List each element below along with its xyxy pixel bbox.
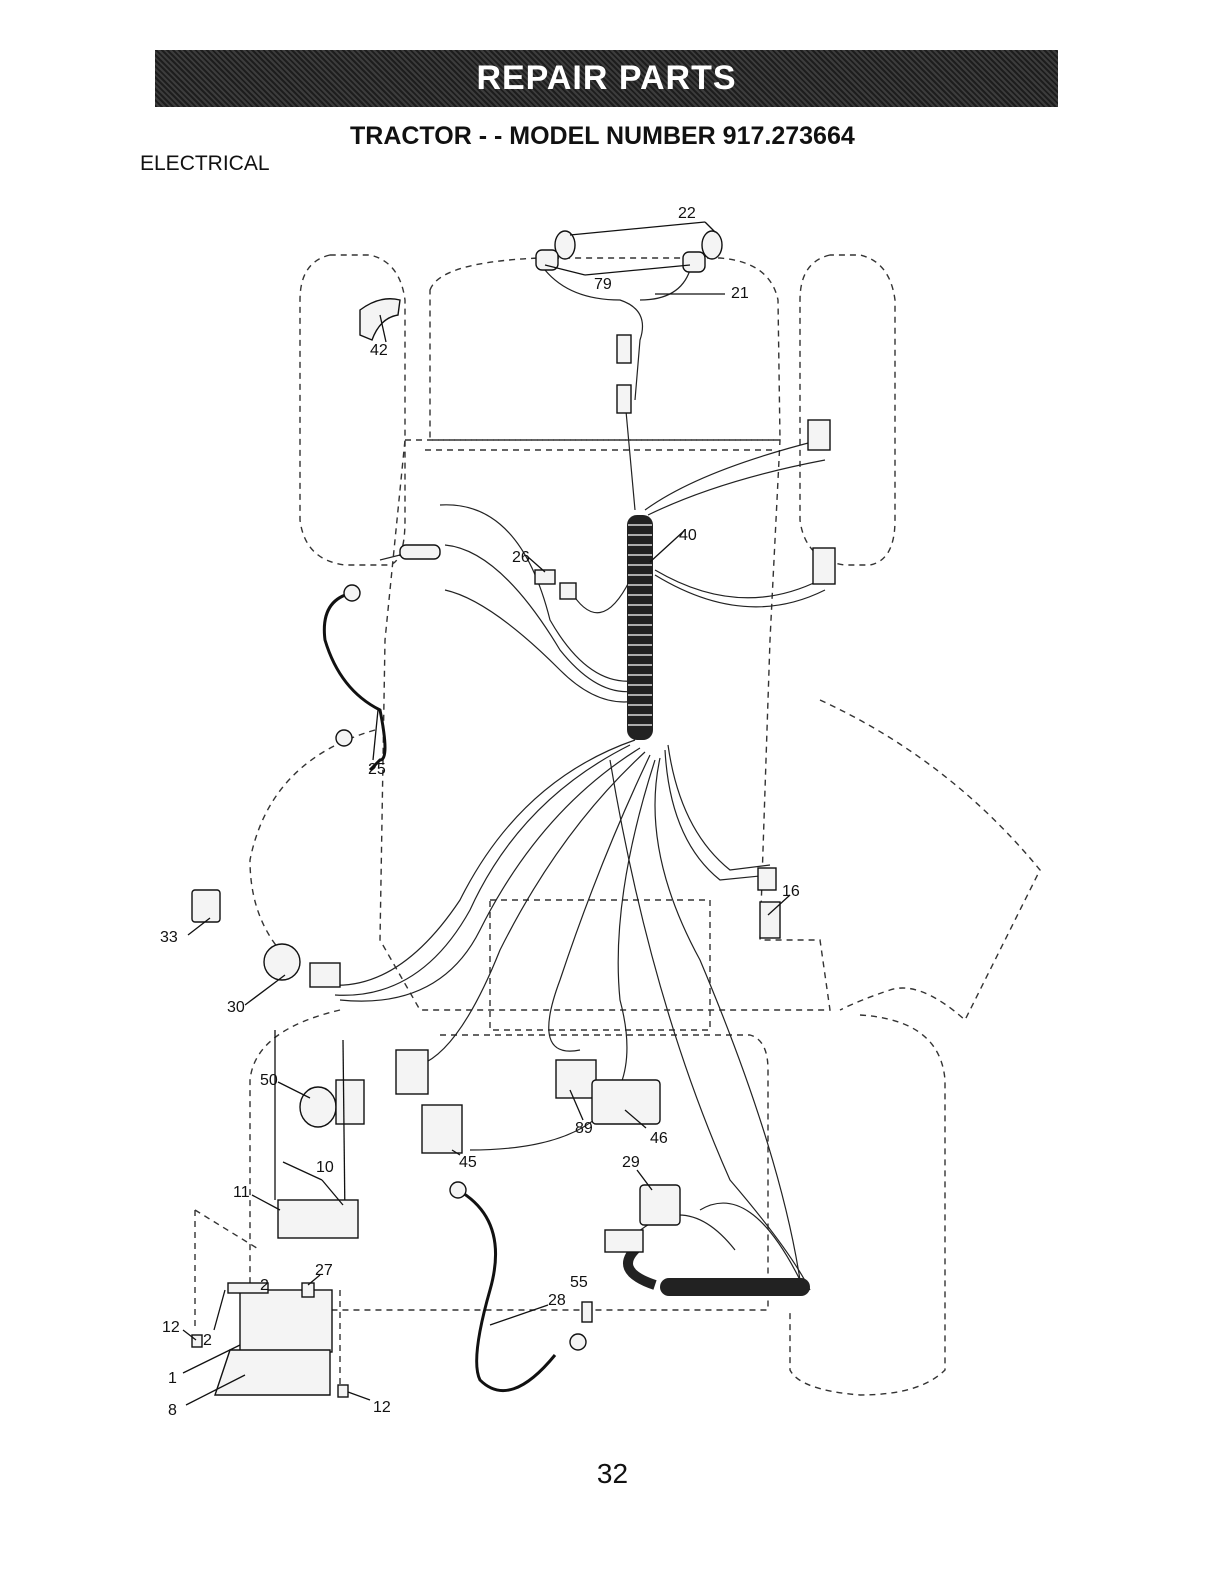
callout-22: 22 bbox=[678, 205, 696, 222]
connector-harness-plug bbox=[396, 1050, 428, 1094]
callout-21: 21 bbox=[731, 285, 749, 302]
ignition-connector bbox=[310, 963, 340, 987]
callout-8: 8 bbox=[168, 1402, 177, 1419]
callout-55: 55 bbox=[570, 1274, 588, 1291]
connector-29b bbox=[605, 1230, 643, 1252]
callout-45: 45 bbox=[459, 1154, 477, 1171]
hold-down-11 bbox=[278, 1200, 358, 1238]
rod-10-right bbox=[343, 1040, 345, 1220]
clip-12-right bbox=[338, 1385, 348, 1397]
callout-12-left: 12 bbox=[162, 1319, 180, 1336]
banner-title: REPAIR PARTS bbox=[476, 59, 736, 98]
connector-16b bbox=[758, 868, 776, 890]
right-fender-outline bbox=[820, 700, 1040, 1020]
callout-11: 11 bbox=[233, 1184, 250, 1201]
electrical-diagram: 22 79 21 42 40 26 25 16 33 30 50 10 11 8… bbox=[0, 180, 1225, 1480]
nut-27 bbox=[302, 1283, 314, 1297]
ring-terminal-25b bbox=[336, 730, 352, 746]
callout-42: 42 bbox=[370, 342, 388, 359]
callout-12-right: 12 bbox=[373, 1399, 391, 1416]
callout-33: 33 bbox=[160, 929, 178, 946]
ring-terminal-25 bbox=[344, 585, 360, 601]
callout-25: 25 bbox=[368, 761, 386, 778]
callout-89: 89 bbox=[575, 1120, 593, 1137]
relay-33 bbox=[192, 890, 220, 922]
model-title: TRACTOR - - MODEL NUMBER 917.273664 bbox=[350, 122, 855, 151]
ring-terminal-battery bbox=[450, 1182, 466, 1198]
callout-28: 28 bbox=[548, 1292, 566, 1309]
connector-dash bbox=[617, 385, 631, 413]
coiled-harness bbox=[628, 1245, 810, 1296]
wire-loom-40 bbox=[627, 515, 653, 740]
headlight-22-right bbox=[683, 231, 722, 272]
ignition-switch-30 bbox=[264, 944, 300, 980]
front-right-wheel-outline bbox=[800, 255, 895, 565]
callout-10: 10 bbox=[316, 1159, 334, 1176]
page-number: 32 bbox=[0, 1458, 1225, 1490]
callout-26: 26 bbox=[512, 549, 530, 566]
connector-21 bbox=[617, 335, 631, 363]
callout-1: 1 bbox=[168, 1370, 177, 1387]
connector-26 bbox=[535, 570, 555, 584]
headlight-22-left bbox=[536, 231, 575, 270]
rear-right-wheel-outline bbox=[790, 1015, 945, 1395]
ring-terminal-55 bbox=[570, 1334, 586, 1350]
callout-16: 16 bbox=[782, 883, 800, 900]
callout-46: 46 bbox=[650, 1130, 668, 1147]
leader-lines bbox=[183, 222, 790, 1405]
callout-40: 40 bbox=[679, 527, 697, 544]
bolt-55 bbox=[582, 1302, 592, 1322]
battery-tray-8 bbox=[215, 1350, 330, 1395]
switch-right-upper bbox=[808, 420, 830, 450]
switch-right-lower bbox=[813, 548, 835, 584]
section-label: ELECTRICAL bbox=[140, 152, 270, 176]
callout-29: 29 bbox=[622, 1154, 640, 1171]
spark-plug-boot-42 bbox=[360, 299, 400, 340]
battery-cable-28 bbox=[458, 1190, 555, 1391]
ground-cable-25 bbox=[324, 593, 385, 770]
hour-meter-46 bbox=[592, 1080, 660, 1124]
fuse-holder bbox=[400, 545, 440, 559]
repair-parts-banner: REPAIR PARTS bbox=[155, 50, 1058, 107]
wiring-harness bbox=[324, 270, 825, 1391]
solenoid-29 bbox=[640, 1185, 680, 1225]
switch-50 bbox=[336, 1080, 364, 1124]
callout-30: 30 bbox=[227, 999, 245, 1016]
connector-26b bbox=[560, 583, 576, 599]
rear-left-wheel-outline bbox=[250, 1010, 340, 1290]
bracket-89 bbox=[556, 1060, 596, 1098]
knob-50 bbox=[300, 1087, 336, 1127]
callout-27: 27 bbox=[315, 1262, 333, 1279]
callout-50: 50 bbox=[260, 1072, 278, 1089]
battery-1 bbox=[240, 1290, 332, 1352]
callout-2-upper: 2 bbox=[260, 1277, 269, 1294]
callout-2: 2 bbox=[203, 1332, 212, 1349]
module-45 bbox=[422, 1105, 462, 1153]
callout-79: 79 bbox=[594, 276, 612, 293]
clip-12-left bbox=[192, 1335, 202, 1347]
left-fender-outline bbox=[250, 730, 375, 970]
